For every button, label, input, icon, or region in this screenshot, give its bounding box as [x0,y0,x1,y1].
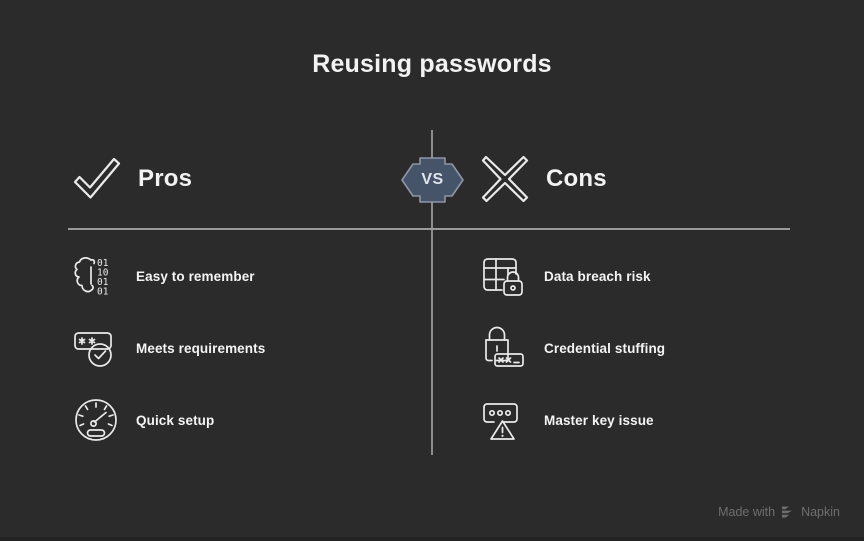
check-mark-icon [70,152,124,206]
svg-text:01: 01 [97,277,109,288]
list-item-label: Meets requirements [136,340,266,356]
bottom-edge-strip [0,537,864,541]
watermark-brand: Napkin [801,505,840,519]
list-item: Master key issue [478,392,654,448]
cross-mark-icon [478,152,532,206]
page-title: Reusing passwords [312,50,552,78]
password-field-warning-icon [478,394,530,446]
svg-text:10: 10 [97,268,109,279]
database-lock-icon [478,250,530,302]
list-item-label: Credential stuffing [544,340,666,356]
svg-text:01: 01 [97,287,109,298]
list-item: Quick setup [70,392,214,448]
brain-binary-icon: 01 10 01 01 [70,250,122,302]
password-field-check-icon [70,322,122,374]
list-item-label: Data breach risk [544,268,651,284]
column-heading-pros-label: Pros [138,165,193,192]
padlock-login-field-icon [478,322,530,374]
list-item: Credential stuffing [478,320,665,376]
list-item-label: Master key issue [544,412,654,428]
svg-text:01: 01 [97,258,109,269]
vs-hexagon-badge: VS [400,156,465,204]
napkin-chevron-logo [781,506,795,519]
horizontal-divider [68,228,790,230]
column-heading-cons: Cons [478,152,607,206]
napkin-watermark: Made with Napkin [718,505,840,519]
column-heading-pros: Pros [70,152,192,206]
list-item-label: Quick setup [136,412,215,428]
list-item: Data breach risk [478,248,651,304]
list-item-label: Easy to remember [136,268,255,284]
column-heading-cons-label: Cons [546,165,607,192]
list-item: 01 10 01 01 Easy to remember [70,248,255,304]
vertical-divider [431,130,433,455]
list-item: Meets requirements [70,320,265,376]
speedometer-gauge-icon [70,394,122,446]
watermark-prefix: Made with [718,505,776,519]
